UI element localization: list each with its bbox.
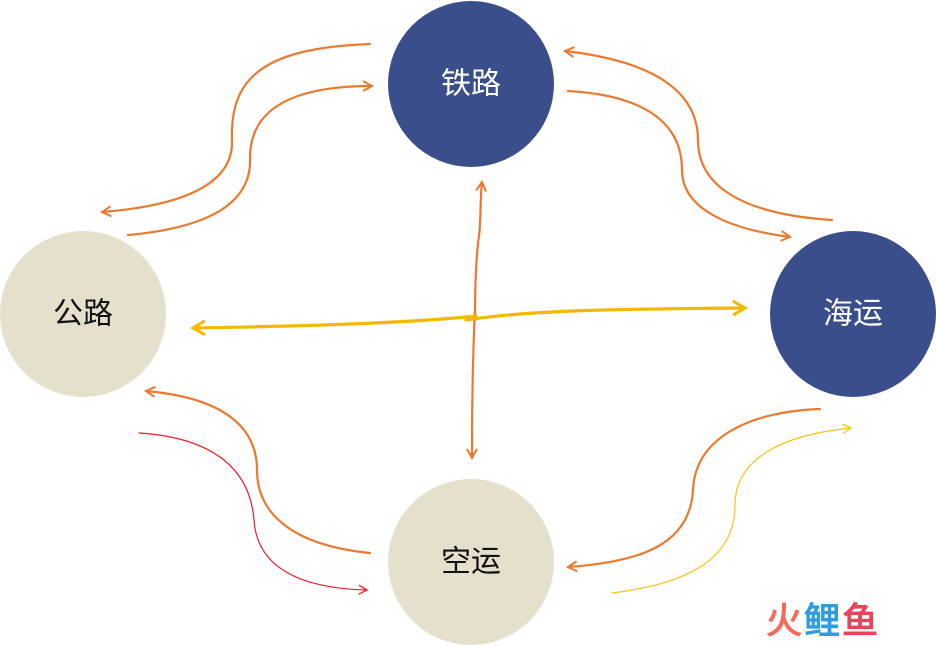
arrow-road-to-railway: [126, 86, 372, 237]
arrow-air-to-road: [146, 391, 372, 555]
arrow-road-to-sea: [464, 308, 745, 322]
node-road: 公路: [0, 231, 166, 397]
node-sea-circle: [770, 231, 936, 397]
node-air-circle: [388, 479, 554, 645]
arrow-road-to-air: [138, 432, 369, 595]
arrow-sea-to-air: [568, 407, 822, 567]
node-road-circle: [0, 231, 166, 397]
arrow-sea-to-road: [193, 314, 478, 328]
node-air-label: 空运: [441, 545, 501, 580]
watermark-part-2: 鲤: [804, 601, 843, 642]
arrow-air-to-sea: [611, 423, 853, 594]
node-railway: 铁路: [388, 1, 554, 167]
node-railway-circle: [388, 1, 554, 167]
node-road-label: 公路: [53, 297, 113, 332]
arrow-sea-to-railway: [565, 51, 834, 222]
node-sea-label: 海运: [823, 297, 883, 332]
node-railway-label: 铁路: [441, 67, 501, 102]
arrow-air-to-railway: [473, 182, 482, 322]
watermark-part-1: 火: [766, 601, 805, 642]
arrow-railway-to-road: [102, 42, 372, 212]
node-sea: 海运: [770, 231, 936, 397]
arrow-railway-to-air: [472, 308, 475, 458]
arrow-railway-to-sea: [566, 89, 790, 237]
node-air: 空运: [388, 479, 554, 645]
watermark-part-3: 鱼: [842, 601, 881, 642]
watermark-logo: 火鲤鱼: [766, 600, 926, 644]
